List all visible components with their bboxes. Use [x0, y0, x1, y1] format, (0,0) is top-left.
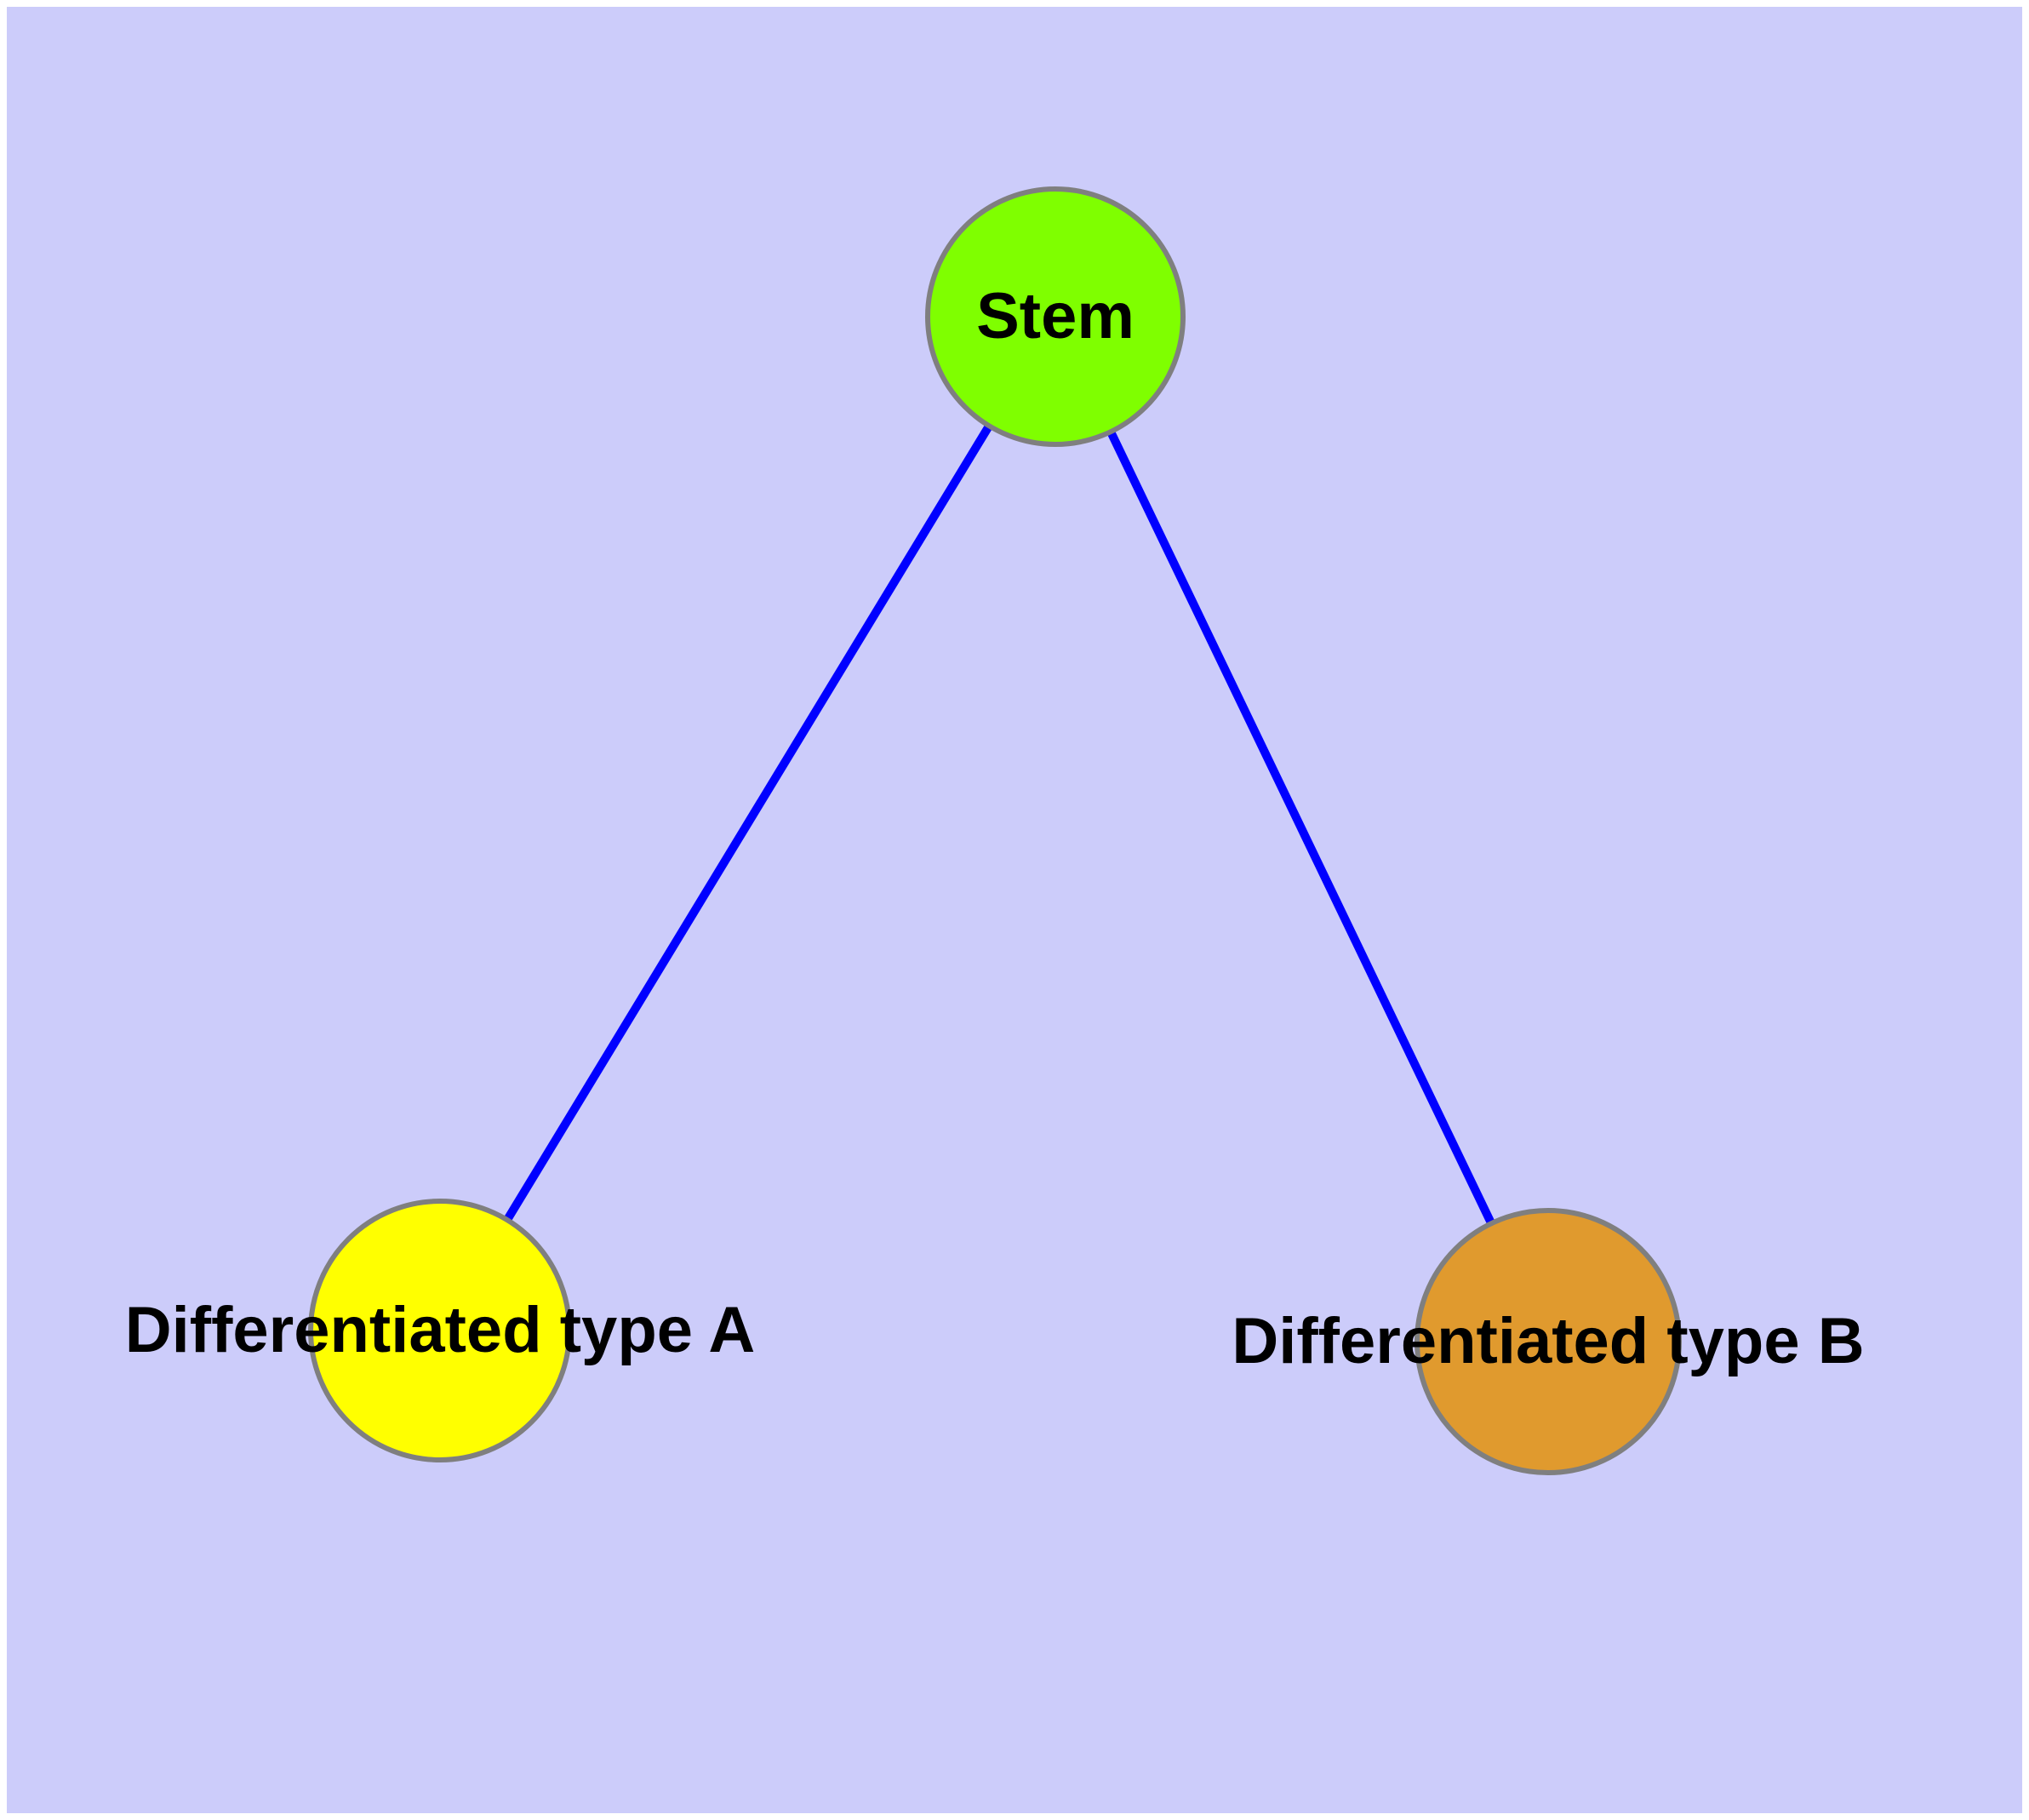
node-stem[interactable] [925, 186, 1186, 447]
node-differentiated-type-b[interactable] [1415, 1208, 1682, 1475]
edge-stem-to-differentiated-type-b[interactable] [1051, 314, 1552, 1344]
edge-stem-to-differentiated-type-a[interactable] [436, 314, 1060, 1333]
node-differentiated-type-a[interactable] [308, 1199, 572, 1462]
node-layer [308, 186, 1682, 1475]
edge-layer [436, 314, 1552, 1344]
